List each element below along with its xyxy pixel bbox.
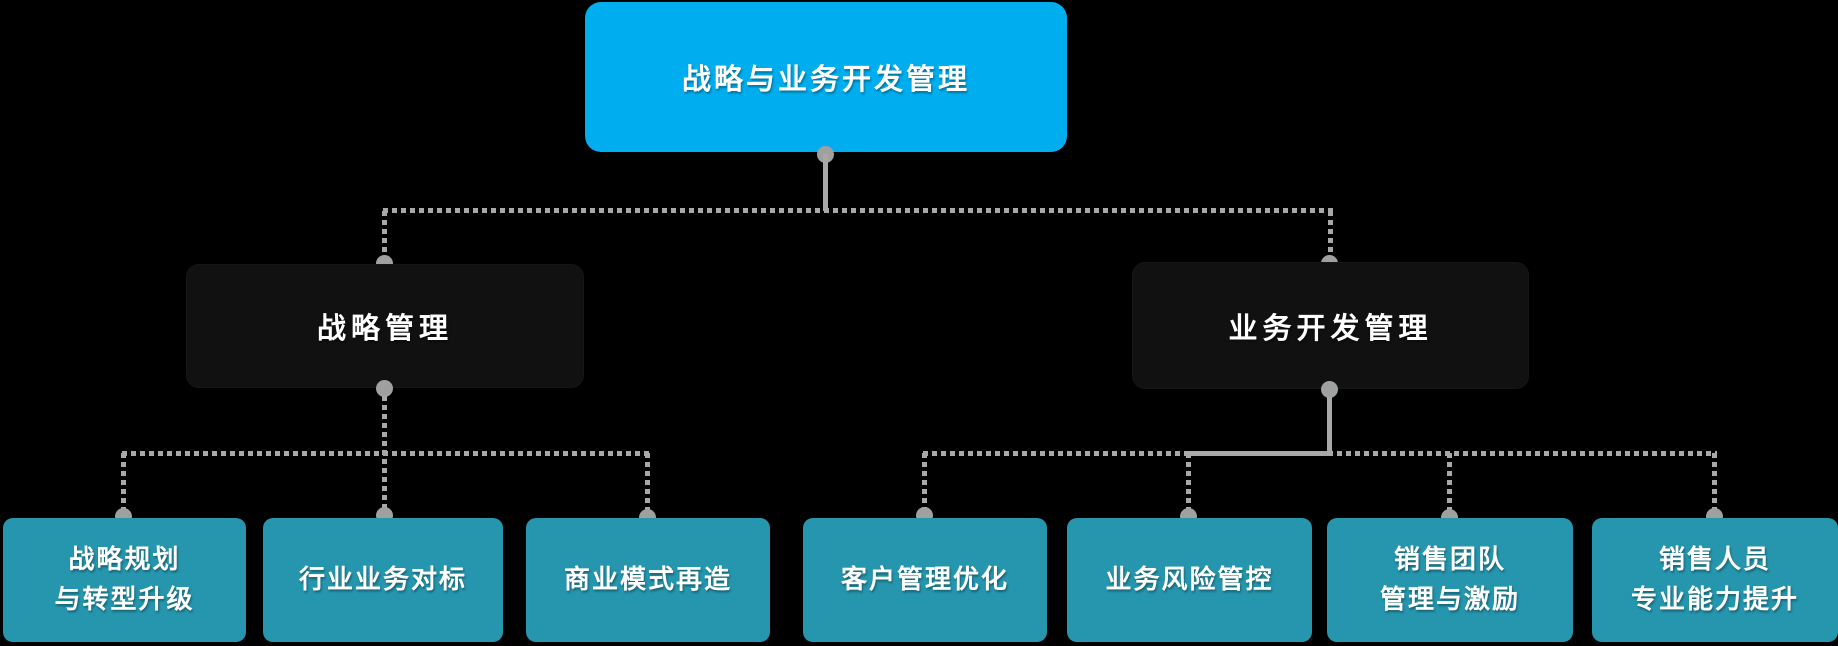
connector-root-stem (823, 154, 828, 211)
connector-drop-leaf-5 (1186, 453, 1191, 513)
node-strategy-management: 战略管理 (187, 265, 583, 387)
leaf-label-line: 商业模式再造 (563, 565, 732, 594)
leaf-node-industry-benchmarking: 行业业务对标 (263, 518, 503, 642)
connector-rail-level2 (383, 208, 1333, 213)
connector-drop-strategy (382, 211, 387, 264)
leaf-label-line: 专业能力提升 (1630, 585, 1799, 614)
node-business-dev-management: 业务开发管理 (1133, 263, 1528, 388)
connector-drop-leaf-3 (645, 453, 650, 516)
connector-bizdev-stem (1327, 397, 1332, 456)
leaf-label-line: 客户管理优化 (840, 565, 1009, 594)
connector-strategy-stem (382, 396, 387, 518)
leaf-label-line: 战略规划 (68, 545, 181, 574)
leaf-label-line: 与转型升级 (54, 585, 195, 614)
connector-drop-leaf-4 (922, 453, 927, 513)
connector-drop-leaf-7 (1712, 453, 1717, 513)
connector-drop-leaf-6 (1447, 453, 1452, 515)
connector-rail-bizdev-solid-segment (1189, 451, 1332, 456)
leaf-label-line: 销售团队 (1393, 545, 1506, 574)
connector-drop-leaf-1 (121, 453, 126, 514)
root-node-label: 战略与业务开发管理 (681, 64, 970, 96)
joint-strategy-bottom (376, 380, 393, 397)
leaf-label-line: 业务风险管控 (1105, 565, 1274, 594)
leaf-label-line: 行业业务对标 (298, 565, 467, 594)
leaf-node-sales-team-management-incentives: 销售团队 管理与激励 (1327, 518, 1573, 642)
connector-drop-bizdev (1328, 211, 1333, 264)
leaf-label-line: 销售人员 (1658, 545, 1771, 574)
node-strategy-management-label: 战略管理 (316, 313, 453, 345)
leaf-node-strategic-planning-transformation: 战略规划 与转型升级 (3, 518, 246, 642)
node-business-dev-management-label: 业务开发管理 (1228, 312, 1433, 345)
leaf-node-business-model-reengineering: 商业模式再造 (526, 518, 770, 642)
root-node-strategy-business-dev: 战略与业务开发管理 (585, 2, 1067, 152)
leaf-node-business-risk-control: 业务风险管控 (1067, 518, 1312, 642)
connector-rail-strategy-children (122, 451, 650, 456)
leaf-node-customer-management-optimization: 客户管理优化 (803, 518, 1047, 642)
leaf-label-line: 管理与激励 (1379, 585, 1520, 614)
joint-bizdev-bottom (1321, 381, 1338, 398)
leaf-node-sales-staff-capability-improvement: 销售人员 专业能力提升 (1592, 518, 1838, 642)
